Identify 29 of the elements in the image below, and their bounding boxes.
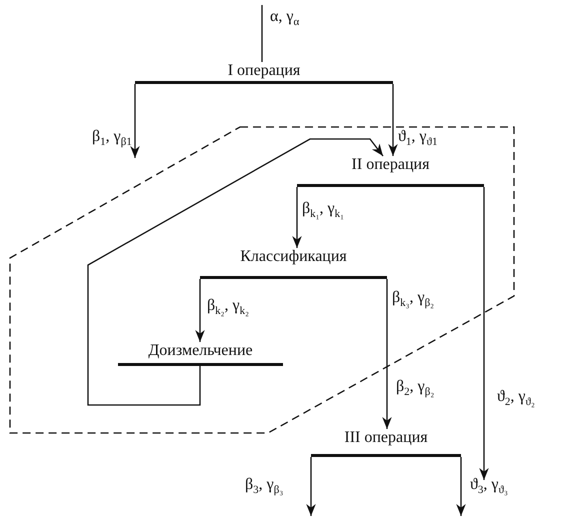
flow-label: β$_{k₃}$, γ$_{β₂}$ — [392, 289, 434, 312]
flow-label: β$_{k₂}$, γ$_{k₂}$ — [207, 297, 249, 320]
operation-name: II операция — [352, 156, 430, 173]
operation-bar — [135, 62, 393, 84]
operation-bar — [311, 429, 461, 457]
flow-label: ϑ$_{3}$, γ$_{ϑ₃}$ — [470, 476, 508, 498]
flow-arrow — [292, 187, 302, 248]
operation-bar — [297, 156, 484, 187]
flow-arrow — [456, 457, 466, 516]
flow-label: β$_{k₁}$, γ$_{k₁}$ — [302, 200, 344, 222]
flow-arrow — [87, 138, 384, 406]
flow-arrow — [479, 187, 489, 480]
operation-bar — [200, 248, 387, 279]
flow-label: β$_{2}$, γ$_{β₂}$ — [396, 378, 434, 400]
flow-arrow — [382, 279, 392, 429]
flow-label: ϑ$_{2}$, γ$_{ϑ₂}$ — [497, 388, 535, 410]
operation-name: Доизмельчение — [148, 342, 253, 359]
flow-label: ϑ$_{1}$, γ$_{ϑ1}$ — [398, 128, 438, 150]
flow-arrow — [388, 84, 398, 156]
flow-label: β$_{1}$, γ$_{β1}$ — [92, 128, 132, 150]
operation-name: I операция — [228, 62, 300, 79]
operation-name: Классификация — [240, 248, 347, 265]
flow-arrow — [195, 279, 205, 342]
operation-bar — [118, 342, 283, 366]
operation-name: III операция — [344, 429, 428, 446]
flow-arrow — [130, 84, 140, 158]
flow-arrow — [306, 457, 316, 516]
flow-label: β$_{3}$, γ$_{β₃}$ — [245, 476, 284, 498]
flow-label: α, γ$_{α}$ — [270, 8, 300, 30]
